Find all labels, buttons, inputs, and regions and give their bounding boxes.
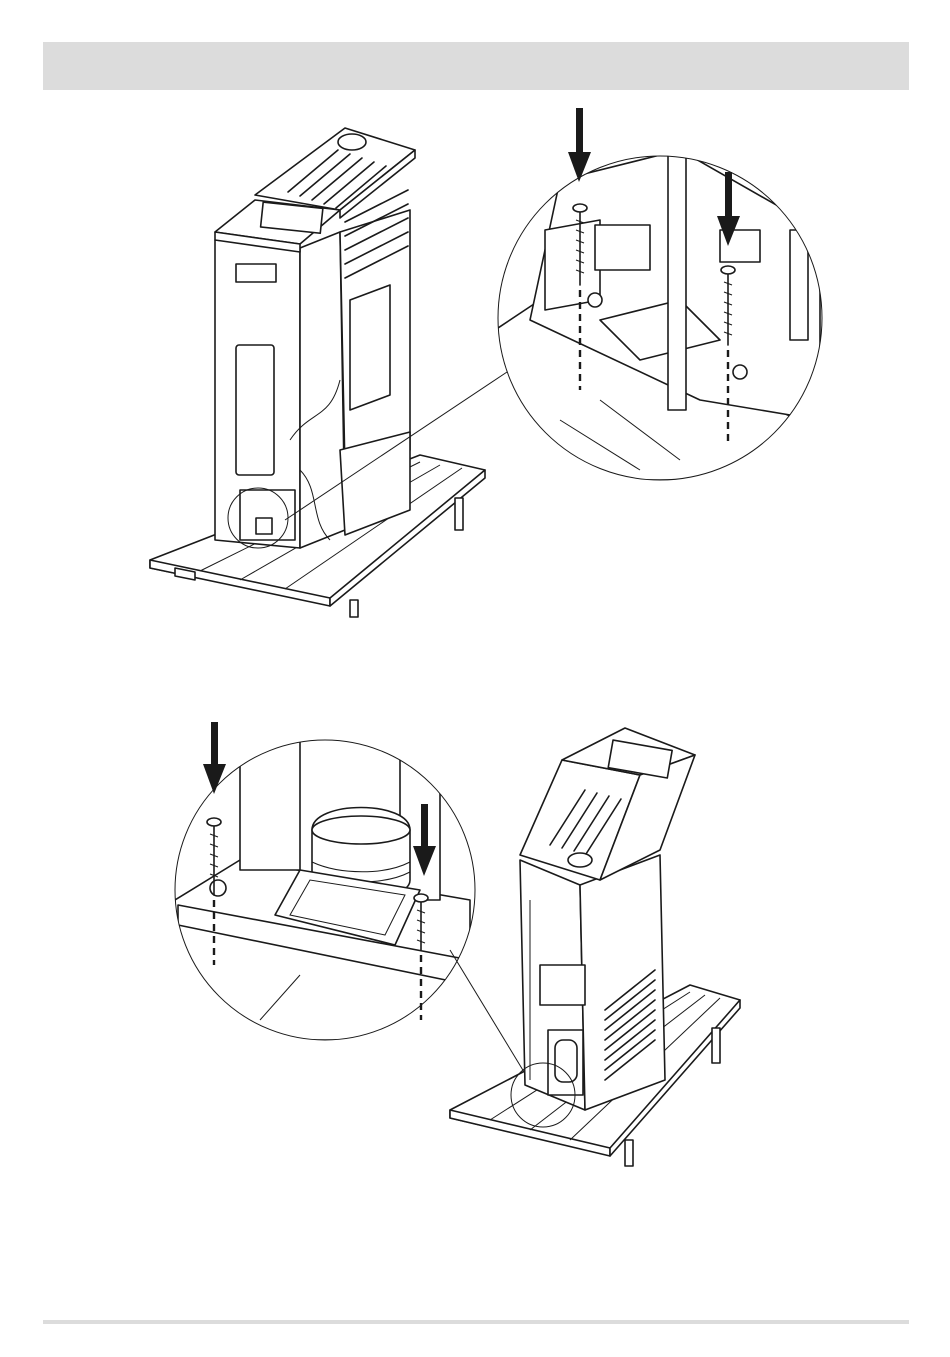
down-arrow-icon bbox=[203, 722, 226, 794]
zoom-detail-1 bbox=[495, 108, 822, 480]
stove-body-rear bbox=[215, 128, 415, 548]
footer-rule bbox=[43, 1320, 909, 1324]
figure-1-stove-on-pallet bbox=[150, 128, 510, 617]
control-panel bbox=[236, 264, 276, 282]
motor-box bbox=[595, 225, 650, 270]
zoom-detail-2 bbox=[175, 722, 475, 1040]
down-arrow-icon bbox=[568, 108, 591, 182]
figure-2-stove-on-pallet bbox=[450, 728, 740, 1166]
